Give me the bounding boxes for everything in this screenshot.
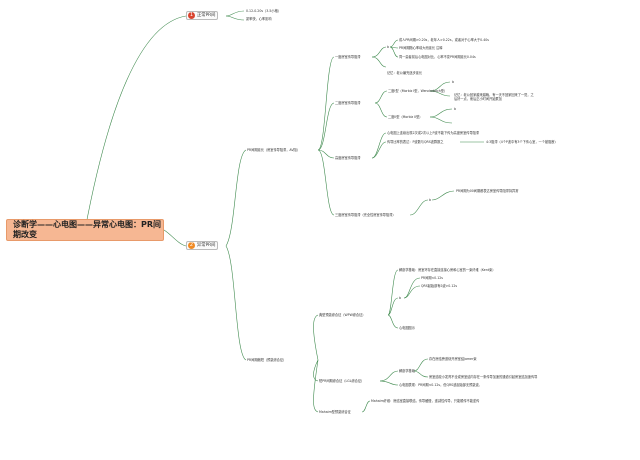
first-degree-item: 同一患者前后心电图对比，心率不变PR间期延长0.04s (399, 55, 476, 59)
lgl-item: 房室结较小发育不全或房室结内存在一条传导加速的通道引起房室结加速传导 (429, 375, 538, 379)
node-mahaim[interactable]: Mahaim型预激综合征 (319, 410, 351, 414)
ratio-note: 4:3阻滞（4个P波中有3个下传心室，一个被阻断） (486, 140, 558, 144)
second-degree-type2[interactable]: 二度II型（Morbiz II型） (388, 115, 423, 119)
bullet: b (429, 198, 432, 202)
number-badge: 2 (188, 242, 195, 249)
wpw-item: PR间期<0.12s (421, 276, 443, 280)
branch-label: 正常PR间 (197, 12, 216, 18)
bullet: b (452, 80, 455, 84)
normal-note: 窦率快，心率影响 (246, 17, 272, 21)
root-topic[interactable]: 诊断学——心电图——异常心电图：PR间期改变 (6, 219, 164, 241)
lgl-item: 存在房结旁道绕开房室结Jamer束 (429, 357, 477, 361)
node-high-degree[interactable]: 高度房室传导阻滞 (335, 156, 361, 160)
first-degree-item: 成人PR间期>0.20s，老年人>0.22s，或者对于心率大于0.40s (399, 38, 489, 42)
third-degree-item: PR间期为00间期都表达房室传导阻滞持异常 (456, 189, 519, 193)
wpw-basis: 解剖学基础：房室环存在直接连接心房和心室的一束纤维（Kent束） (399, 268, 496, 272)
wpw-item: 心电图图示 (399, 326, 415, 330)
first-degree-item: PR间期随心率增大而延长 注释 (399, 46, 443, 50)
root-title: 诊断学——心电图——异常心电图：PR间期改变 (13, 220, 162, 239)
number-badge: 1 (188, 12, 195, 19)
type1-note: 记忆：老公回家越来越晚，有一天不回家回来了一觉，之后好一点，而后正小时间开始累加 (454, 93, 534, 101)
branch-label: 异常PR间 (197, 242, 216, 248)
bullet: b (399, 296, 402, 300)
node-lgl[interactable]: 短PR间期综合征（LGL综合征） (319, 379, 365, 383)
high-degree-item: 传导比率的表达：P波数与QRS波群数之 (387, 140, 444, 144)
mahaim-text: Mahaim纤维：房结室直接联结，传导缓慢，递减性传导，只能顺传不能逆传 (371, 399, 480, 403)
node-pr-prolonged[interactable]: PR间期延长（房室传导阻滞，AV阻） (247, 148, 300, 152)
bullet: b (387, 45, 390, 49)
lgl-basis: 解剖学基础 (399, 369, 415, 373)
first-degree-note: 记忆：老公编完逐步延长 (387, 71, 423, 75)
node-pr-shortened[interactable]: PR间期缩短（预激综合征） (247, 358, 287, 362)
branch-abnormal-pr[interactable]: 2 异常PR间 (186, 241, 219, 250)
wpw-item: QRS起始部有δ波>0.12s (421, 284, 458, 288)
lgl-ecg: 心电图表现：PR间期<0.12s，但QRS波起始部无预激波。 (399, 383, 482, 387)
node-first-degree[interactable]: 一度房室传导阻滞 (335, 55, 361, 59)
node-third-degree[interactable]: 三度房室传导阻滞（完全性房室传导阻滞） (335, 213, 396, 217)
node-second-degree[interactable]: 二度房室传导阻滞 (335, 101, 361, 105)
normal-range: 0.12-0.20s（3-5小格） (246, 9, 281, 13)
branch-normal-pr[interactable]: 1 正常PR间 (186, 11, 219, 20)
node-wpw[interactable]: 典型预激综合征（WPW综合征） (319, 313, 366, 317)
second-degree-type1[interactable]: 二度I型（Morbiz I型，Wenckebach型） (388, 89, 448, 93)
high-degree-item: 心电图上连续出现2次或2次以上P波不能下传为高度房室传导阻滞 (387, 131, 480, 135)
bullet: b (454, 107, 457, 111)
